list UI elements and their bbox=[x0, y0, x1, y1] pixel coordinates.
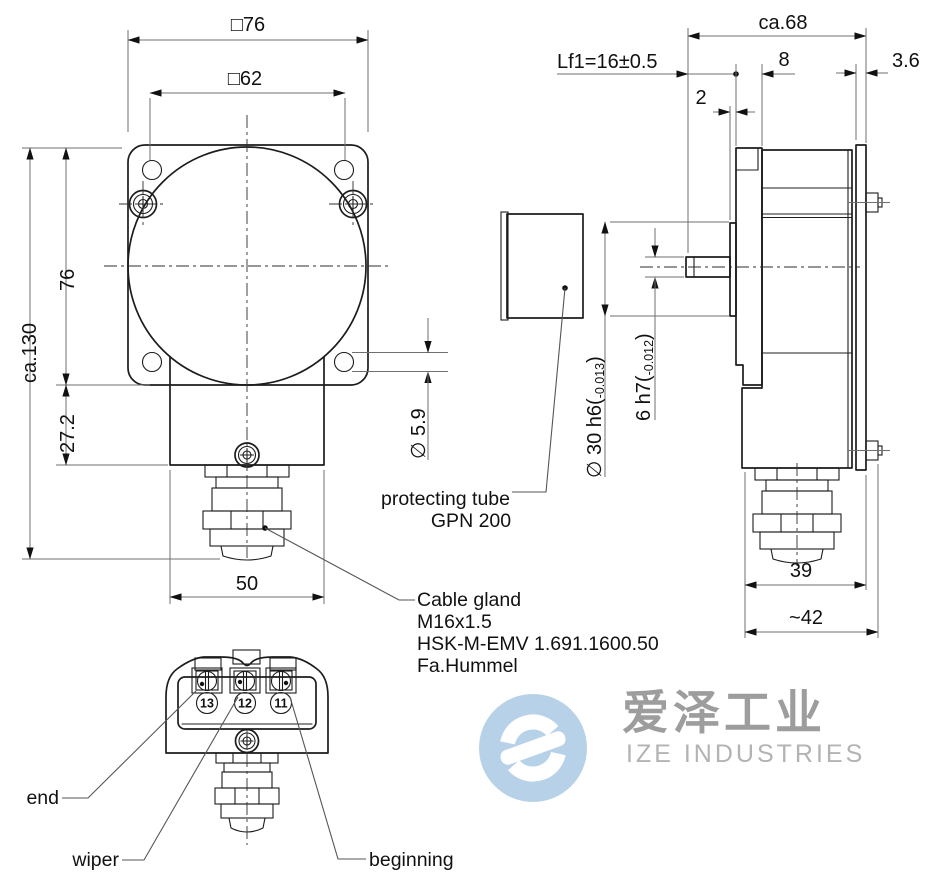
svg-text:∅ 30 h6(-0.013): ∅ 30 h6(-0.013) bbox=[584, 356, 607, 478]
bottom-housing-outline bbox=[165, 656, 329, 754]
protecting-tube-annotation: protecting tube GPN 200 bbox=[381, 285, 568, 532]
svg-text:12: 12 bbox=[238, 697, 252, 711]
terminal-number: 12 bbox=[233, 691, 257, 715]
front-corner-hole bbox=[141, 159, 163, 181]
svg-text:13: 13 bbox=[200, 697, 214, 711]
terminal-tab bbox=[232, 649, 261, 665]
terminal-end-annotation: end bbox=[26, 690, 197, 809]
side-rear-cover bbox=[855, 144, 867, 471]
side-rear-screw bbox=[848, 192, 890, 213]
watermark-en-text: IZE INDUSTRIES bbox=[626, 740, 865, 768]
svg-text:~42: ~42 bbox=[789, 607, 823, 629]
dim-flange-thickness: 8 bbox=[735, 49, 795, 146]
svg-text:50: 50 bbox=[236, 573, 258, 595]
svg-text:□76: □76 bbox=[231, 14, 265, 36]
svg-text:Cable gland: Cable gland bbox=[417, 589, 521, 611]
svg-text:76: 76 bbox=[57, 269, 79, 291]
side-rear-screw bbox=[848, 440, 890, 461]
dim-boss-thickness: 2 bbox=[695, 87, 755, 220]
dim-shaft-length: Lf1=16±0.5 bbox=[557, 51, 739, 78]
front-view bbox=[104, 115, 392, 561]
svg-text:2: 2 bbox=[695, 87, 706, 109]
svg-text:protecting tube: protecting tube bbox=[381, 488, 510, 510]
svg-text:11: 11 bbox=[274, 697, 287, 711]
front-dimensions: □76 □62 ca.130 76 2 bbox=[19, 14, 448, 604]
side-flange bbox=[735, 147, 763, 386]
svg-text:ca.68: ca.68 bbox=[759, 12, 808, 34]
svg-text:3.6: 3.6 bbox=[892, 50, 920, 72]
svg-text:end: end bbox=[26, 787, 59, 809]
terminal-beginning-annotation: beginning bbox=[289, 696, 454, 871]
dim-shaft-dia: 6 h7(-0.012) bbox=[633, 228, 684, 421]
front-corner-hole bbox=[333, 159, 355, 181]
cable-gland-annotation: Cable gland M16x1.5 HSK-M-EMV 1.691.1600… bbox=[262, 525, 659, 677]
front-mount-screw bbox=[119, 181, 167, 227]
svg-text:M16x1.5: M16x1.5 bbox=[417, 611, 492, 633]
terminal-screw bbox=[229, 667, 261, 694]
svg-text:Fa.Hummel: Fa.Hummel bbox=[417, 655, 518, 677]
protecting-tube-part bbox=[500, 211, 584, 321]
front-mount-screw bbox=[329, 181, 377, 227]
dim-flange-height: 76 bbox=[56, 147, 150, 386]
dim-hole-dia: ∅ 5.9 bbox=[352, 318, 448, 460]
svg-text:6 h7(-0.012): 6 h7(-0.012) bbox=[633, 333, 656, 421]
watermark-logo-mark bbox=[499, 714, 567, 782]
terminal-tab bbox=[194, 657, 222, 671]
svg-text:Lf1=16±0.5: Lf1=16±0.5 bbox=[557, 51, 658, 73]
side-boss bbox=[729, 222, 737, 317]
side-cable-gland bbox=[752, 467, 842, 564]
svg-text:HSK-M-EMV 1.691.1600.50: HSK-M-EMV 1.691.1600.50 bbox=[417, 633, 659, 655]
front-corner-hole bbox=[333, 351, 355, 373]
annotations: protecting tube GPN 200 Cable gland M16x… bbox=[26, 285, 659, 871]
terminal-number: 11 bbox=[269, 691, 293, 715]
svg-text:□62: □62 bbox=[228, 68, 262, 90]
svg-text:∅ 5.9: ∅ 5.9 bbox=[408, 408, 430, 459]
svg-text:27.2: 27.2 bbox=[57, 414, 79, 453]
dim-inner-square: □62 bbox=[149, 68, 346, 160]
dim-body-width: 39 bbox=[744, 472, 867, 590]
side-view bbox=[500, 144, 890, 566]
dim-lower-height: 27.2 bbox=[56, 384, 168, 466]
terminal-wiper-annotation: wiper bbox=[71, 696, 239, 871]
dim-total-height: ca.130 bbox=[19, 147, 220, 560]
terminal-screw bbox=[191, 667, 223, 694]
watermark: 爱泽工业 IZE INDUSTRIES bbox=[479, 686, 865, 802]
terminal-screw bbox=[265, 667, 297, 694]
svg-text:GPN 200: GPN 200 bbox=[431, 510, 511, 532]
dim-rear-thickness: 3.6 bbox=[836, 28, 920, 143]
svg-text:beginning: beginning bbox=[369, 849, 454, 871]
dim-gland-width: 50 bbox=[169, 470, 325, 604]
dim-boss-dia: ∅ 30 h6(-0.013) bbox=[584, 221, 729, 478]
side-body bbox=[741, 149, 853, 469]
svg-text:8: 8 bbox=[778, 49, 789, 71]
svg-text:wiper: wiper bbox=[71, 849, 119, 871]
dim-depth: ca.68 bbox=[687, 12, 867, 253]
bottom-view: 13 12 11 bbox=[165, 649, 329, 845]
svg-text:39: 39 bbox=[790, 560, 812, 582]
terminal-tab bbox=[269, 657, 297, 671]
dim-overall-width: ~42 bbox=[744, 464, 879, 638]
watermark-cn-text: 爱泽工业 bbox=[622, 686, 826, 739]
svg-text:ca.130: ca.130 bbox=[19, 323, 41, 383]
front-corner-hole bbox=[141, 351, 163, 373]
side-dimensions: ca.68 Lf1=16±0.5 8 3.6 2 bbox=[557, 12, 920, 638]
dim-outer-square: □76 bbox=[127, 14, 369, 132]
terminal-number: 13 bbox=[195, 691, 219, 715]
